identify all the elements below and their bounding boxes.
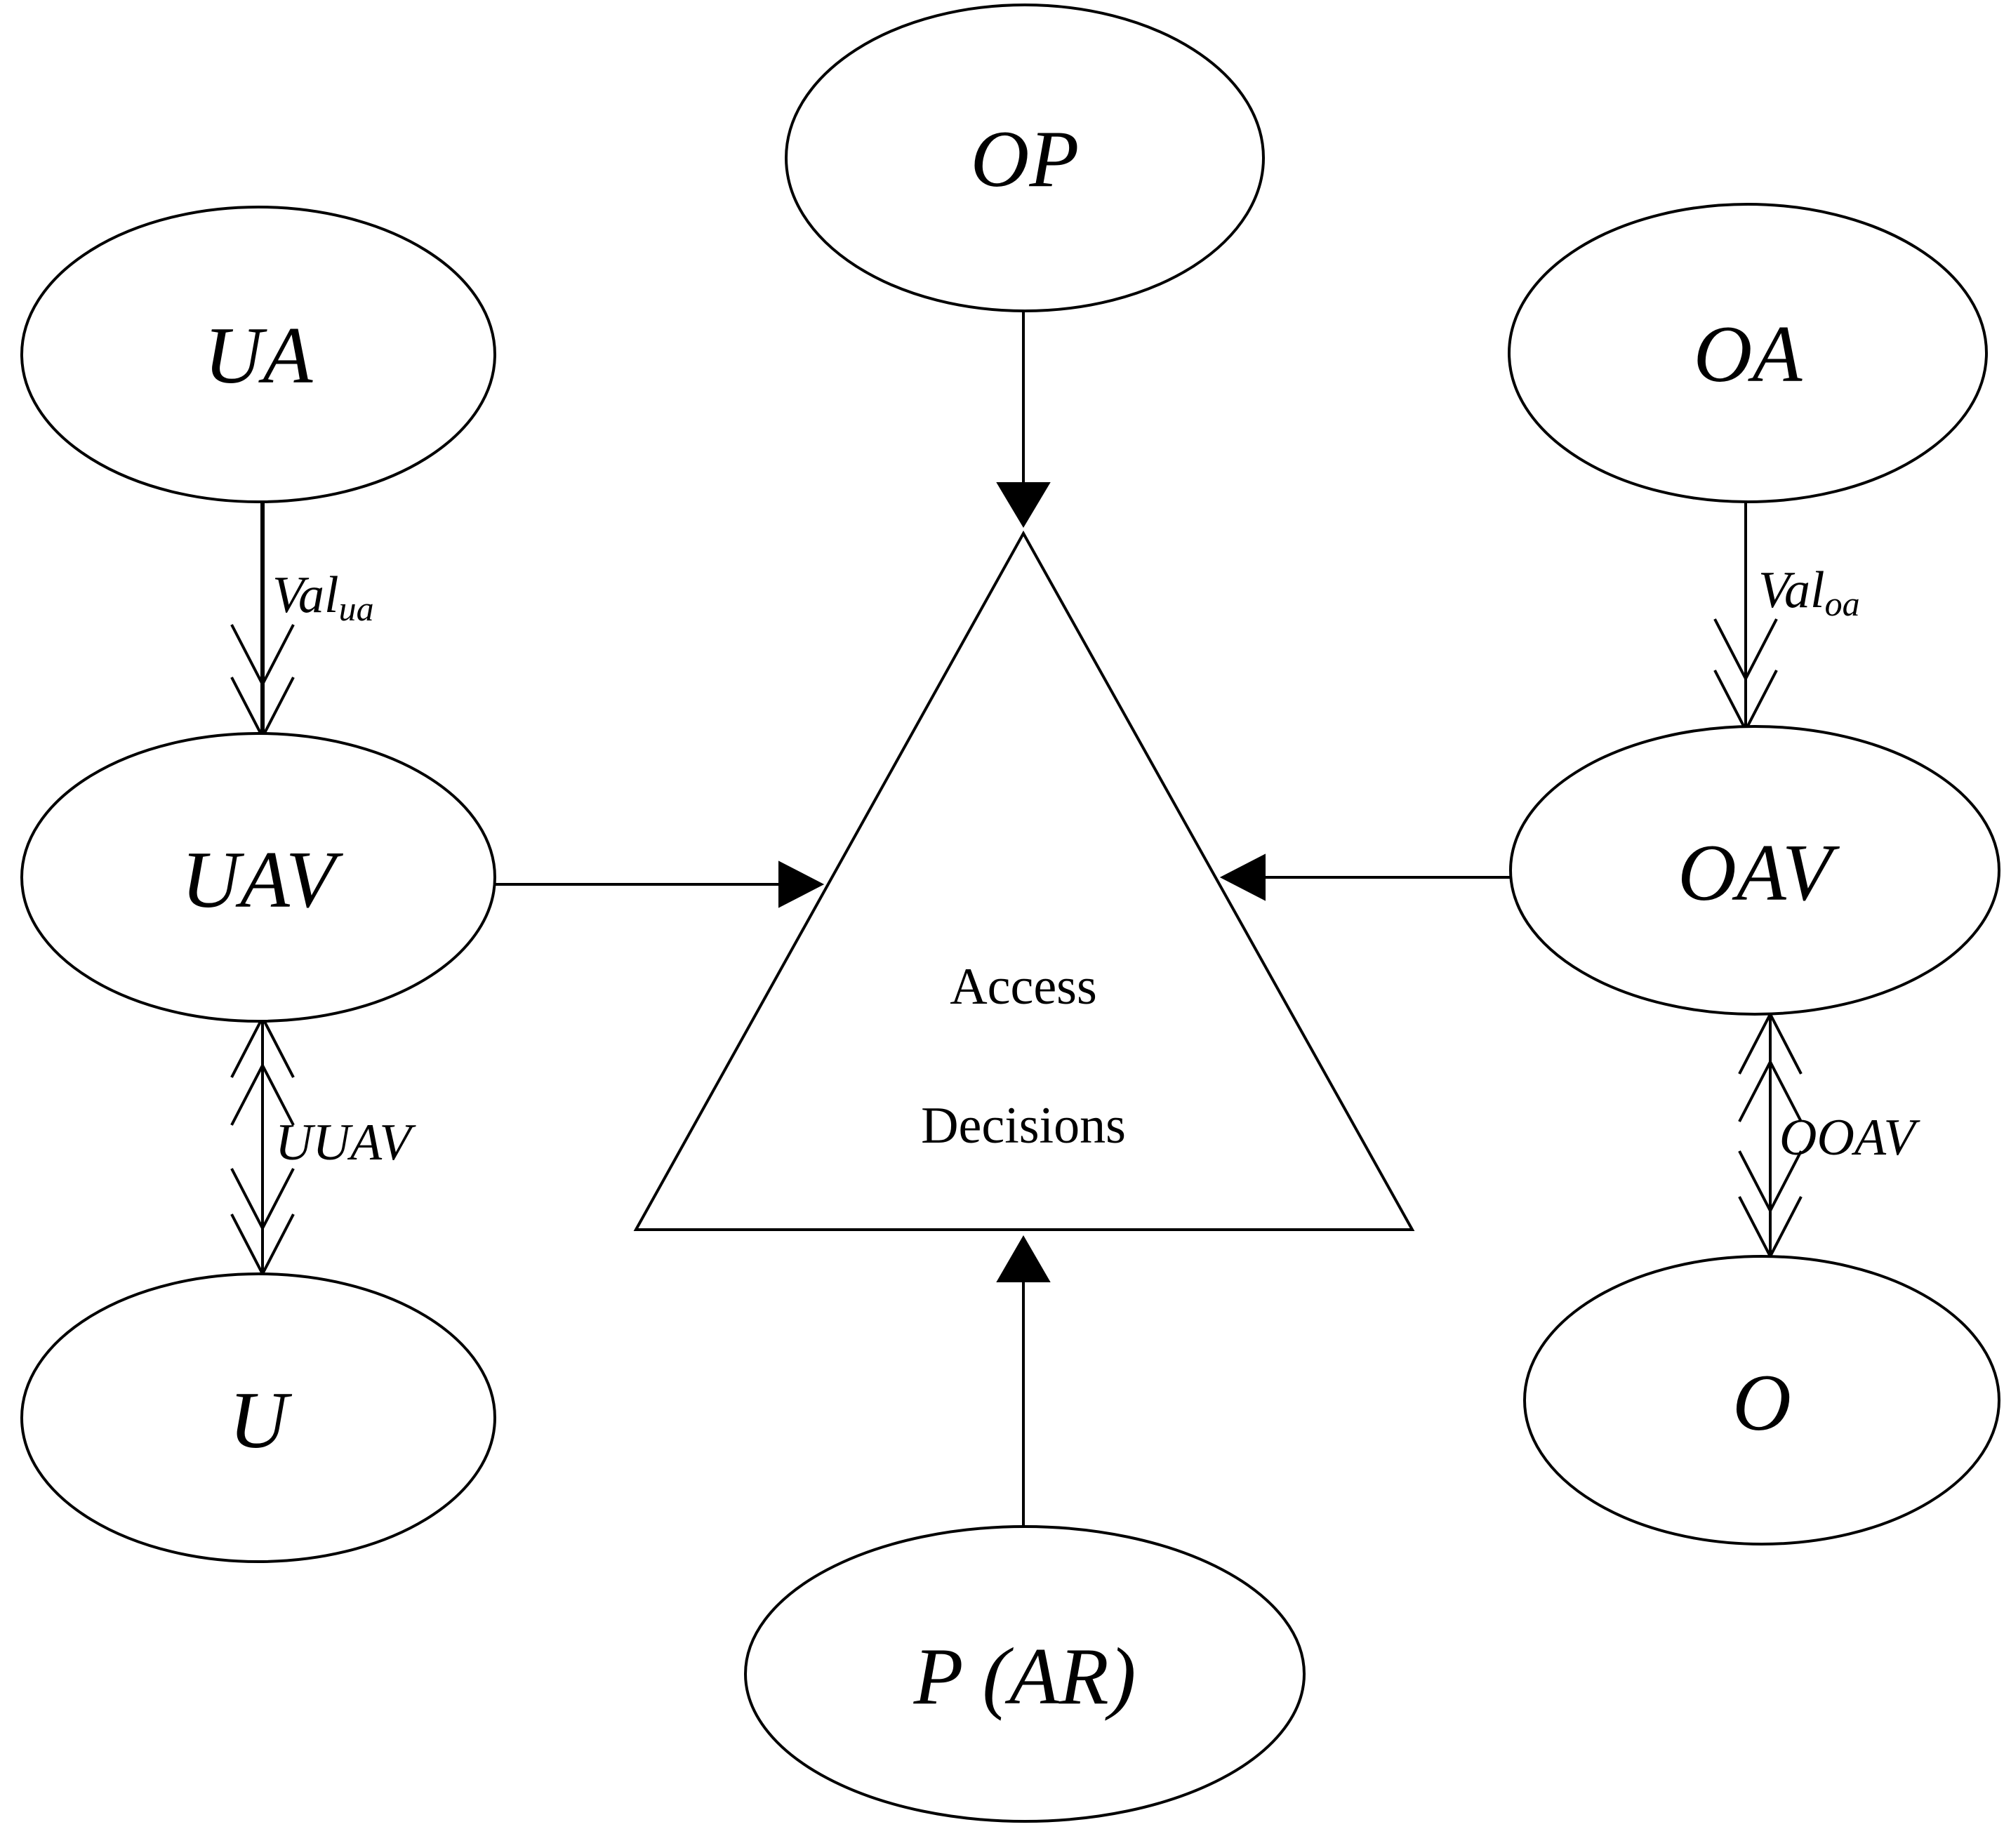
svg-text:UA: UA	[204, 311, 314, 401]
svg-text:P (AR): P (AR)	[913, 1632, 1136, 1722]
node-u: U	[20, 1272, 496, 1563]
arrowhead-oa-v1	[1713, 618, 1778, 682]
node-op: OP	[785, 4, 1265, 312]
arrowhead-ooav-down1	[1738, 1150, 1803, 1214]
node-par: P (AR)	[744, 1525, 1306, 1823]
node-uav: UAV	[20, 732, 496, 1023]
arrowhead-op	[996, 482, 1051, 528]
arrowhead-ua-v1	[230, 624, 295, 688]
label-val-ua: Valua	[272, 566, 374, 628]
svg-text:OP: OP	[971, 114, 1080, 204]
node-oa: OA	[1508, 203, 1988, 503]
label-ooav: OOAV	[1779, 1109, 1920, 1166]
label-uuav: UUAV	[275, 1114, 416, 1171]
access-decisions-line2: Decisions	[921, 1097, 1126, 1155]
svg-text:OAV: OAV	[1678, 828, 1840, 918]
access-decisions-line1: Access	[950, 958, 1097, 1016]
svg-text:OA: OA	[1694, 310, 1803, 399]
label-val-oa: Valoa	[1758, 561, 1860, 623]
node-ua: UA	[20, 206, 496, 503]
svg-text:UAV: UAV	[181, 835, 344, 925]
arrowhead-uuav-up2	[230, 1062, 295, 1126]
arrowhead-ooav-up2	[1738, 1058, 1803, 1122]
arrowhead-oav	[1219, 853, 1266, 901]
access-decisions-triangle	[633, 530, 1415, 1231]
node-oav: OAV	[1509, 725, 2000, 1016]
svg-text:O: O	[1732, 1358, 1791, 1448]
node-o: O	[1523, 1255, 2000, 1545]
arrowhead-par	[996, 1235, 1051, 1282]
svg-text:U: U	[229, 1376, 293, 1465]
arrowhead-uuav-down1	[230, 1168, 295, 1232]
arrowhead-uav	[778, 860, 825, 908]
